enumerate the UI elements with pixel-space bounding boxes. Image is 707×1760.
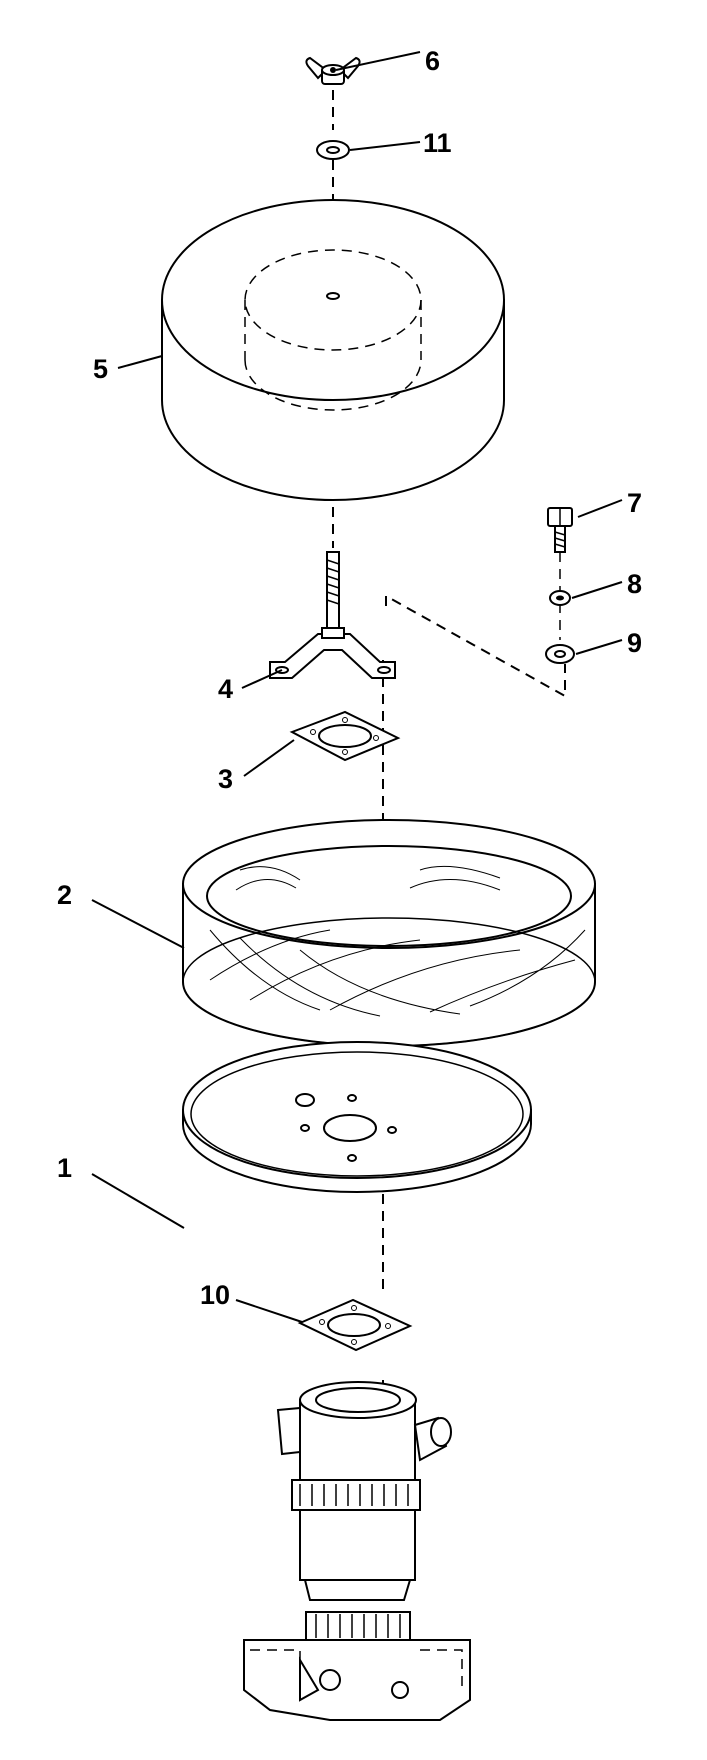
- part-4-stud-bracket: [269, 551, 396, 679]
- callout-2: 2: [57, 880, 72, 910]
- carburetor-body: [243, 1381, 471, 1721]
- part-1-base-plate: [182, 1041, 532, 1193]
- part-3-gasket: [289, 710, 401, 762]
- callout-6: 6: [425, 46, 440, 76]
- part-7-bolt: [547, 507, 573, 640]
- callout-4: 4: [218, 674, 233, 704]
- callout-5: 5: [93, 354, 108, 384]
- callout-7: 7: [627, 488, 642, 518]
- part-8-lock-washer: [549, 590, 571, 606]
- callout-9: 9: [627, 628, 642, 658]
- callout-8: 8: [627, 569, 642, 599]
- callout-3: 3: [218, 764, 233, 794]
- hardware-path: [385, 594, 566, 698]
- part-9-flat-washer: [545, 644, 575, 664]
- part-6-wing-nut: [305, 56, 361, 85]
- callout-11: 11: [423, 128, 452, 158]
- leader-lines: [91, 51, 623, 1323]
- part-10-gasket: [297, 1298, 413, 1352]
- callouts: 6 11 5 7 8 9 4 3 2 1 10: [57, 46, 642, 1310]
- part-5-filter-element: [161, 199, 505, 501]
- part-11-washer: [316, 140, 350, 160]
- callout-1: 1: [57, 1153, 72, 1183]
- part-2-filter-ring: [182, 819, 596, 1047]
- callout-10: 10: [200, 1280, 230, 1310]
